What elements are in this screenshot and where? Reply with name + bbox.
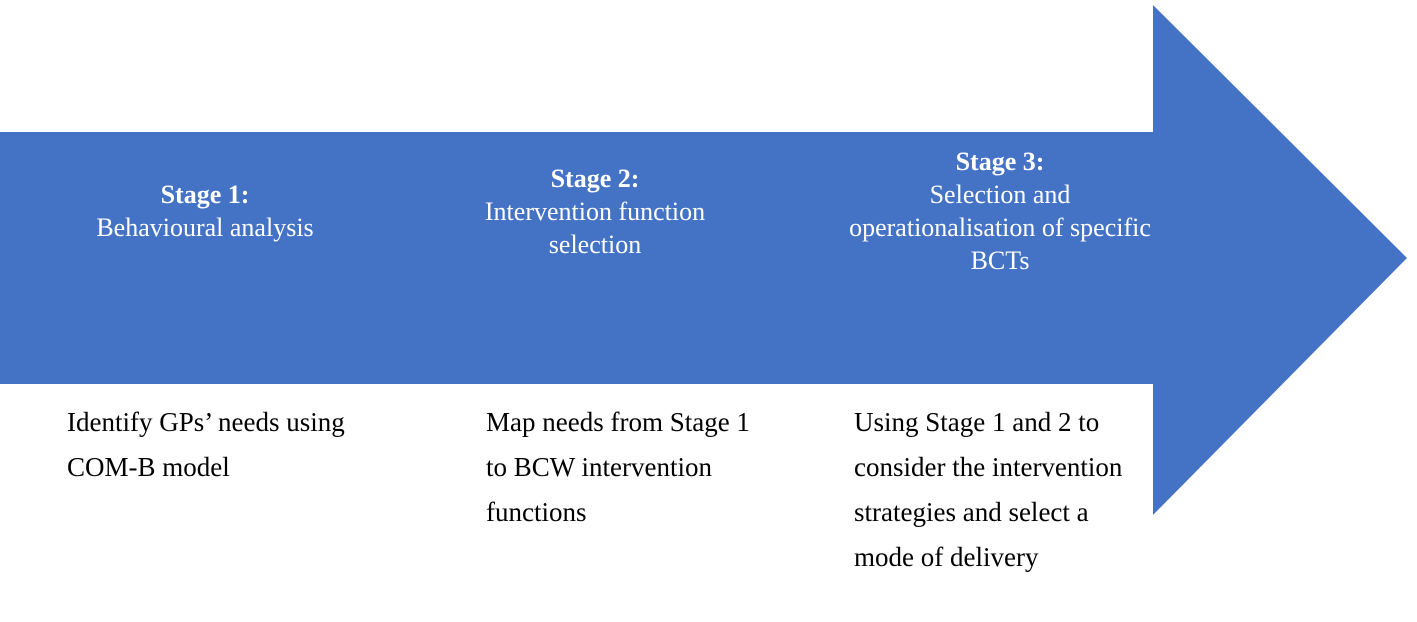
stage-1-description: Identify GPs’ needs using COM-B model <box>67 407 345 482</box>
stage-3-title: Selection and operationalisation of spec… <box>849 180 1151 275</box>
stage-3-label: Stage 3: <box>955 147 1045 176</box>
stage-2-title: Intervention function selection <box>484 197 706 259</box>
stage-3-heading: Stage 3: Selection and operationalisatio… <box>840 145 1160 277</box>
stage-2-description: Map needs from Stage 1 to BCW interventi… <box>486 407 750 527</box>
stage-1-label: Stage 1: <box>160 180 250 209</box>
stage-2-label: Stage 2: <box>550 164 640 193</box>
stage-3-description: Using Stage 1 and 2 to consider the inte… <box>854 407 1123 572</box>
stage-2-heading: Stage 2: Intervention function selection <box>440 162 750 261</box>
stage-1-title: Behavioural analysis <box>96 213 314 242</box>
stage-1-heading: Stage 1: Behavioural analysis <box>55 178 355 244</box>
